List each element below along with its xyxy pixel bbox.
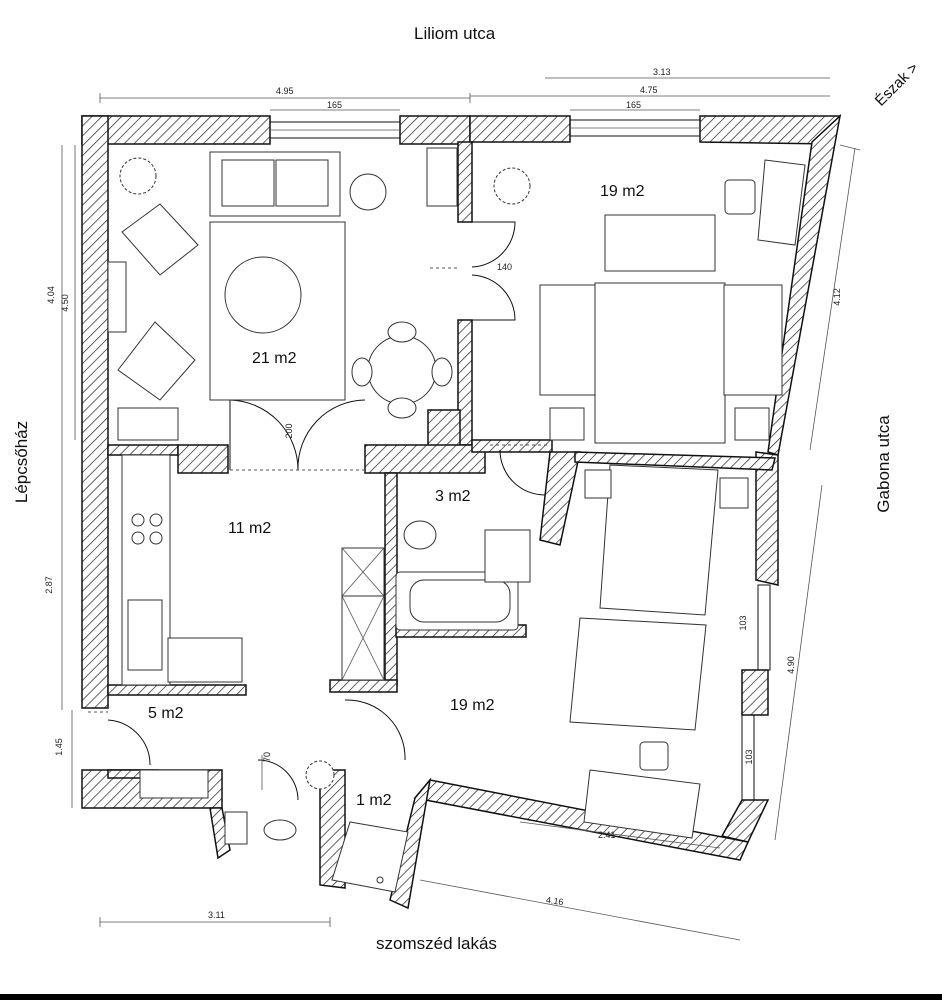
street-label-north: Liliom utca bbox=[414, 24, 496, 43]
dim-bottom-left: 3.11 bbox=[208, 910, 225, 920]
dim-left-mid: 2.87 bbox=[44, 576, 54, 594]
doors bbox=[88, 221, 550, 801]
street-label-east: Gabona utca bbox=[874, 415, 893, 513]
bedroom-se-furniture bbox=[569, 464, 749, 839]
dim-top-left-window: 165 bbox=[327, 100, 343, 110]
dim-top-left: 4.95 bbox=[276, 86, 294, 96]
dim-door-ne: 140 bbox=[497, 262, 513, 272]
dim-door-hall: 200 bbox=[284, 423, 294, 439]
bottom-border bbox=[0, 994, 942, 1000]
room-area-bath: 3 m2 bbox=[435, 488, 471, 505]
dim-top-right: 4.75 bbox=[640, 85, 658, 95]
dim-window-r2: 103 bbox=[744, 749, 754, 765]
room-area-bedroom-se: 19 m2 bbox=[450, 697, 495, 714]
dim-top-right-outer: 3.13 bbox=[653, 67, 671, 77]
street-label-south: szomszéd lakás bbox=[376, 934, 497, 953]
dim-left-low: 1.45 bbox=[54, 738, 64, 756]
dim-left-outer: 4.04 bbox=[46, 286, 56, 304]
entry-wc-furniture bbox=[139, 760, 409, 893]
bath-furniture bbox=[395, 520, 531, 631]
street-label-west: Lépcsőház bbox=[12, 420, 31, 504]
dim-top-right-window: 165 bbox=[626, 100, 642, 110]
room-area-hall: 11 m2 bbox=[228, 520, 272, 537]
dim-right-upper: 4.12 bbox=[832, 288, 842, 306]
room-area-living: 21 m2 bbox=[252, 350, 297, 367]
room-area-wc: 1 m2 bbox=[356, 792, 392, 809]
room-area-entry: 5 m2 bbox=[148, 705, 184, 722]
dim-right-lower: 4.90 bbox=[786, 656, 796, 674]
living-room-furniture bbox=[107, 147, 458, 441]
kitchen-furniture bbox=[121, 454, 385, 686]
dim-window-r1: 103 bbox=[738, 615, 748, 631]
bedroom-ne-furniture bbox=[493, 159, 806, 444]
dim-door-wc: 70 bbox=[262, 752, 272, 763]
exterior-walls bbox=[81, 113, 842, 910]
dim-left-inner: 4.50 bbox=[60, 294, 70, 312]
dimension-lines bbox=[61, 77, 861, 941]
dim-bottom-inner: 2.41 bbox=[598, 830, 616, 840]
room-area-bedroom-ne: 19 m2 bbox=[600, 183, 645, 200]
windows bbox=[269, 119, 771, 801]
